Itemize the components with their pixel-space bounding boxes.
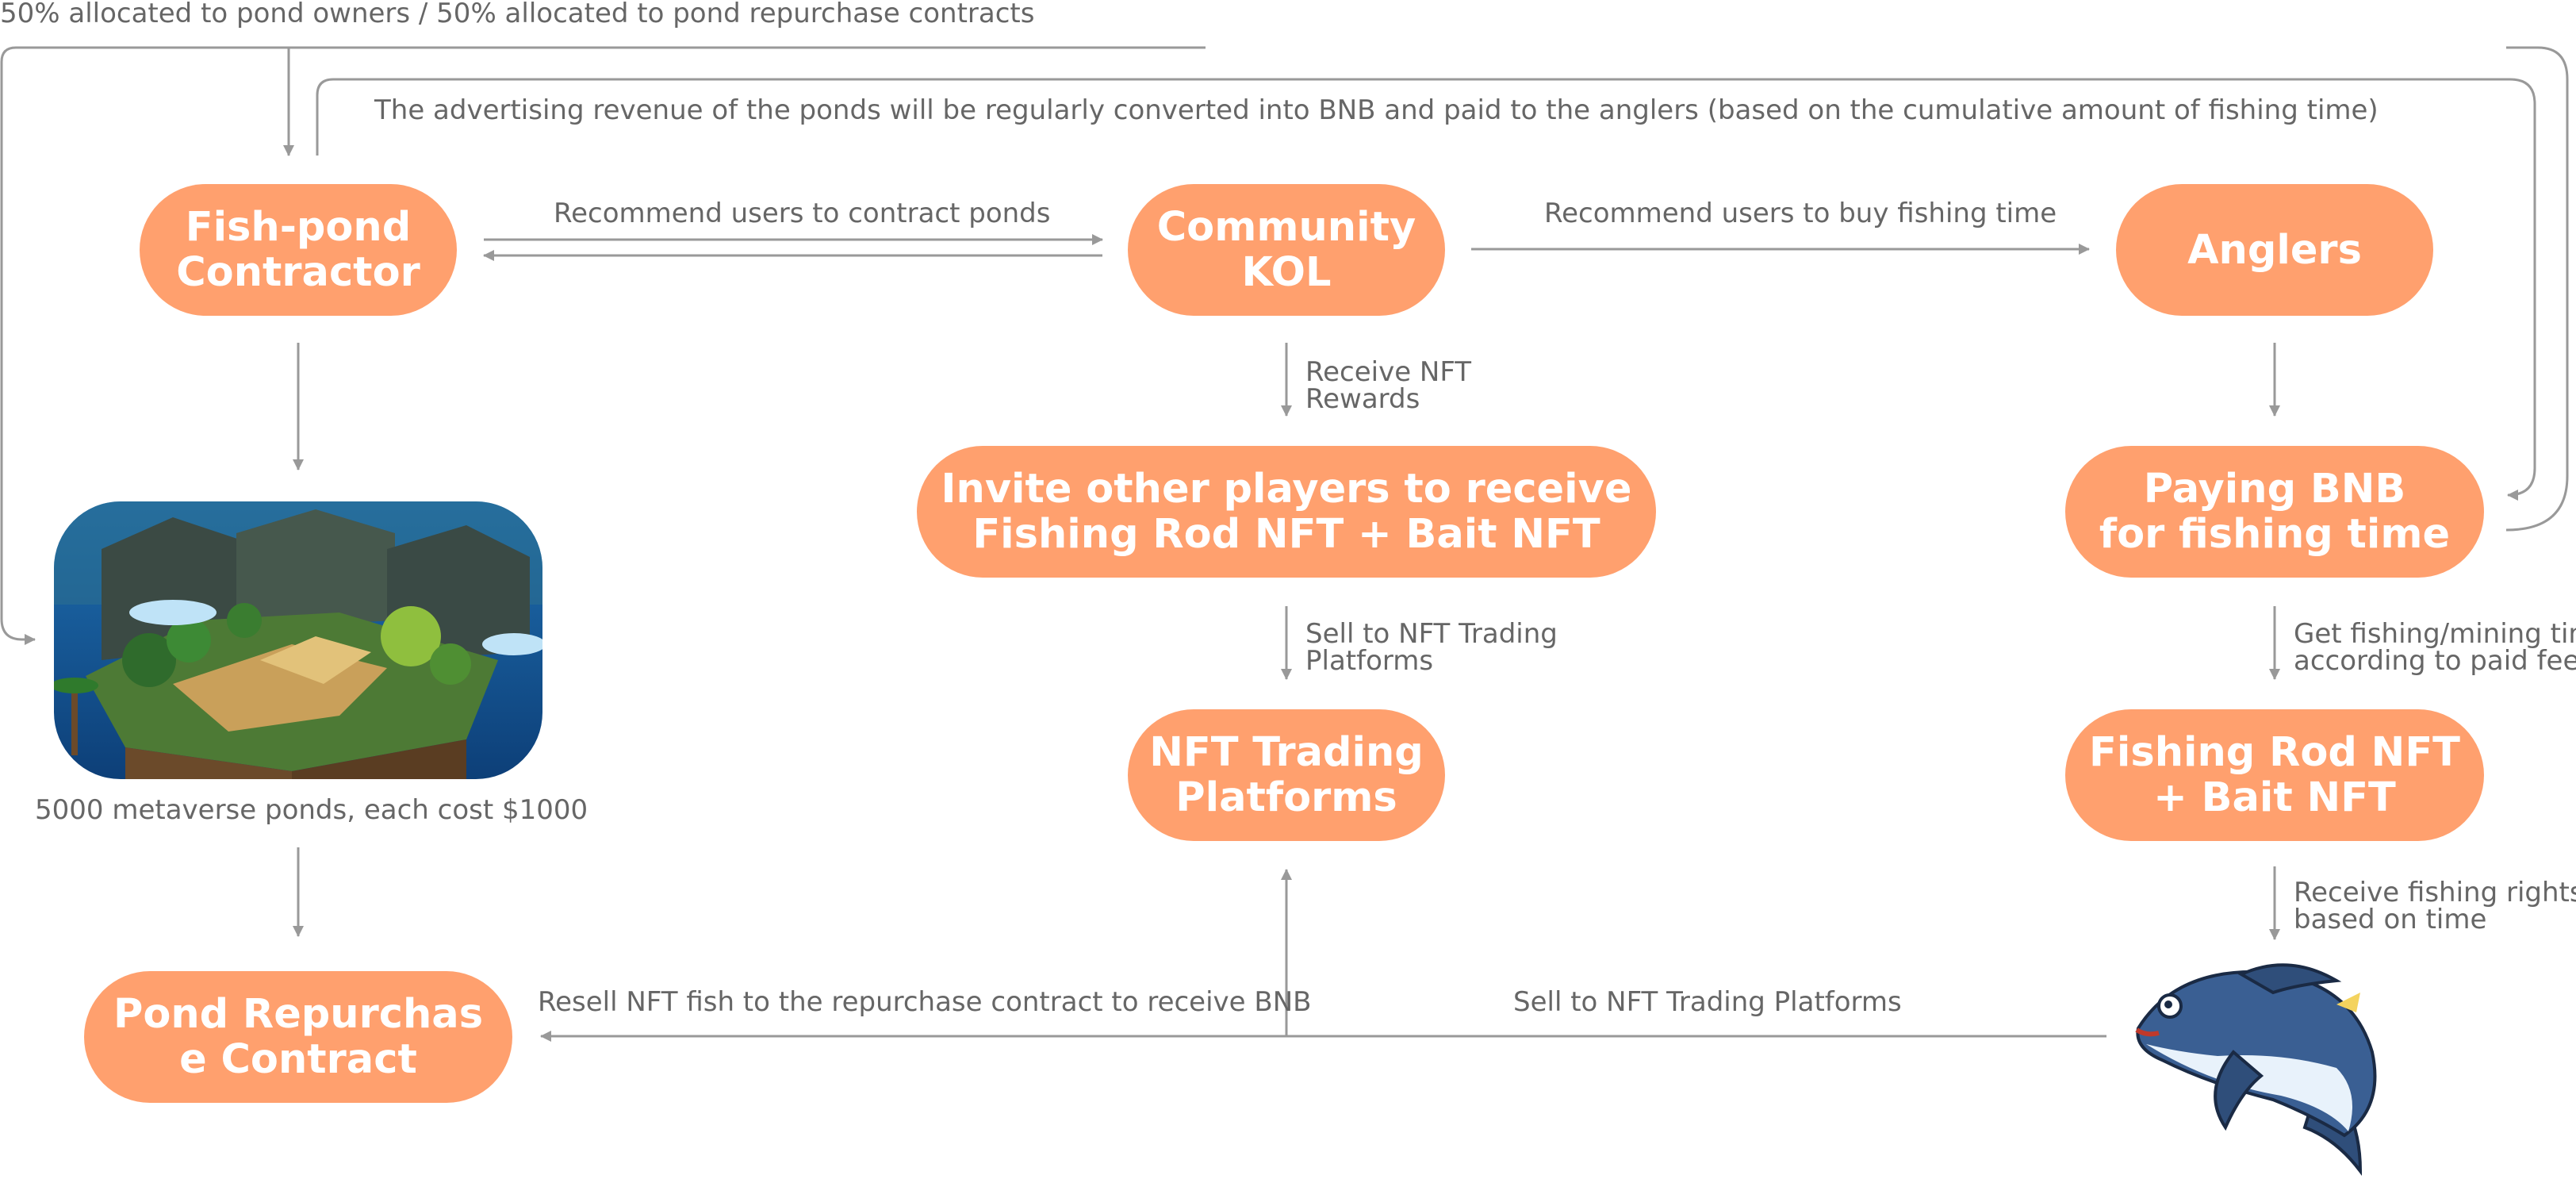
sell-platforms-label: Sell to NFT Trading Platforms: [1305, 620, 1558, 674]
receive-rights-line-1: Receive fishing rights: [2294, 877, 2576, 908]
receive-nft-line-1: Receive NFT: [1305, 356, 1472, 388]
fish-image: [2135, 963, 2377, 1177]
advertising-loop-arrow: [2505, 46, 2569, 532]
recommend-contract-label: Recommend users to contract ponds: [554, 198, 1051, 229]
resell-fish-label: Resell NFT fish to the repurchase contra…: [538, 986, 1312, 1018]
anglers-text: Anglers: [2187, 226, 2362, 274]
fishing-rod-bait-node: Fishing Rod NFT + Bait NFT: [2065, 709, 2484, 841]
paying-bnb-node: Paying BNB for fishing time: [2065, 446, 2484, 578]
advertising-revenue-arrow: [316, 78, 2536, 501]
community-kol-text: Community KOL: [1156, 204, 1416, 296]
invite-players-node: Invite other players to receive Fishing …: [917, 446, 1656, 578]
sell-platforms-line-2: Platforms: [1305, 645, 1434, 677]
sell-to-platforms-label: Sell to NFT Trading Platforms: [1513, 986, 1902, 1018]
fishing-rod-bait-text: Fishing Rod NFT + Bait NFT: [2089, 729, 2460, 821]
nft-trading-platforms-text: NFT Trading Platforms: [1149, 729, 1424, 821]
fish-pond-contractor-text: Fish-pond Contractor: [176, 204, 420, 296]
pond-island-image: [54, 501, 542, 779]
get-time-label: Get fishing/mining time according to pai…: [2294, 620, 2576, 674]
paying-bnb-text: Paying BNB for fishing time: [2099, 466, 2451, 558]
advertising-return-arrow: [2502, 48, 2534, 79]
ponds-caption: 5000 metaverse ponds, each cost $1000: [35, 794, 588, 826]
advertising-label: The advertising revenue of the ponds wil…: [374, 94, 2379, 126]
pond-repurchase-node: Pond Repurchas e Contract: [84, 971, 512, 1103]
allocation-label: 50% allocated to pond owners / 50% alloc…: [0, 0, 1035, 29]
invite-players-text: Invite other players to receive Fishing …: [941, 466, 1632, 558]
allocation-loop-arrow: [0, 46, 1206, 645]
fish-pond-contractor-node: Fish-pond Contractor: [140, 184, 457, 316]
pond-repurchase-text: Pond Repurchas e Contract: [113, 991, 484, 1083]
community-kol-node: Community KOL: [1128, 184, 1445, 316]
get-time-line-2: according to paid fee: [2294, 645, 2576, 677]
get-time-line-1: Get fishing/mining time: [2294, 618, 2576, 650]
receive-nft-label: Receive NFT Rewards: [1305, 359, 1471, 413]
receive-rights-label: Receive fishing rights based on time: [2294, 879, 2576, 933]
recommend-buy-label: Recommend users to buy fishing time: [1544, 198, 2057, 229]
sell-platforms-line-1: Sell to NFT Trading: [1305, 618, 1558, 650]
anglers-node: Anglers: [2116, 184, 2433, 316]
nft-trading-platforms-node: NFT Trading Platforms: [1128, 709, 1445, 841]
receive-rights-line-2: based on time: [2294, 904, 2487, 935]
receive-nft-line-2: Rewards: [1305, 383, 1420, 415]
